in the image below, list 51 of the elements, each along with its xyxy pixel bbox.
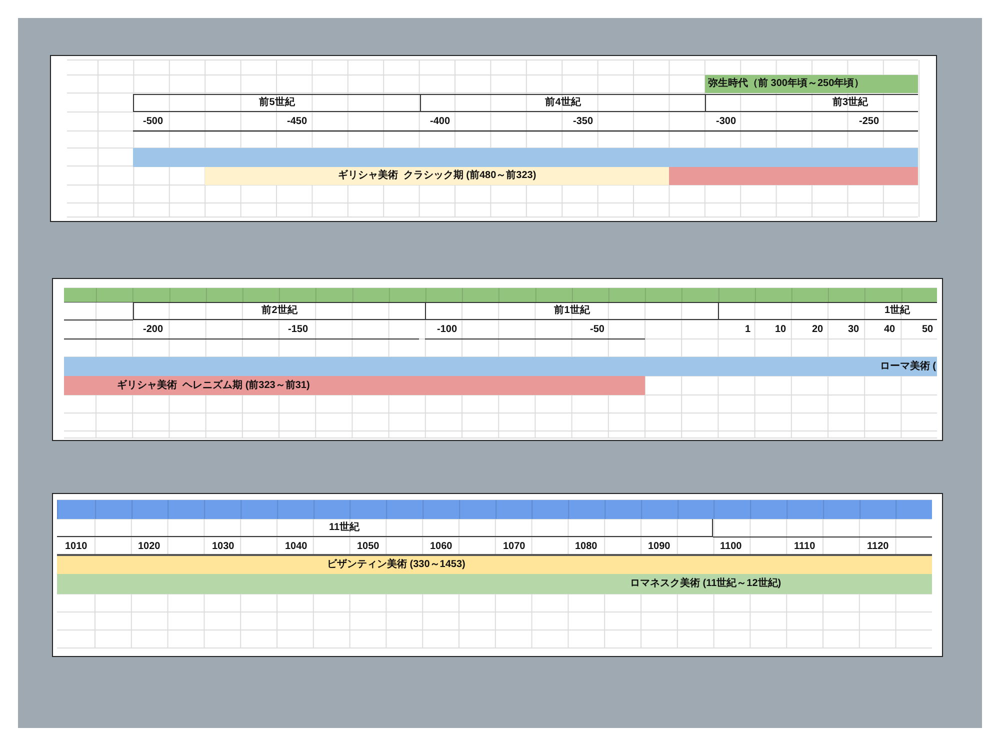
- year-label: 1040: [285, 540, 308, 553]
- year-label: 1090: [648, 540, 670, 553]
- year-label: -350: [573, 115, 594, 128]
- year-label: -50: [590, 323, 604, 336]
- period-bar: [57, 500, 932, 519]
- year-label: -150: [288, 323, 308, 336]
- year-label: 1070: [503, 540, 526, 553]
- period-bar: [57, 556, 932, 574]
- period-bar: [705, 75, 918, 93]
- year-label: 1120: [867, 540, 889, 553]
- year-label: 1030: [212, 540, 234, 553]
- year-label: 1110: [794, 540, 816, 553]
- century-header: 1世紀: [718, 302, 937, 320]
- year-label: 1020: [138, 540, 160, 553]
- year-label: -200: [143, 323, 164, 336]
- century-header: 前2世紀: [133, 302, 425, 320]
- year-label: 1100: [720, 540, 742, 553]
- century-header: 前1世紀: [425, 302, 718, 320]
- year-label: 1060: [430, 540, 452, 553]
- period-bar: [64, 376, 645, 395]
- year-label: 30: [848, 323, 860, 336]
- period-label: ローマ美術 (: [880, 360, 936, 372]
- period-label: ギリシャ美術 ヘレニズム期 (前323～前31): [117, 380, 310, 392]
- year-label: 10: [775, 323, 786, 336]
- year-label: 1080: [575, 540, 598, 553]
- year-label: -450: [287, 115, 308, 128]
- period-bar: [57, 574, 932, 594]
- century-header: 前3世紀: [705, 94, 918, 112]
- period-label: 弥生時代（前 300年頃～250年頃）: [708, 78, 864, 90]
- century-header: 11世紀: [57, 519, 713, 537]
- period-bar: [64, 288, 937, 302]
- year-label: 50: [922, 323, 934, 336]
- year-label: 1010: [65, 540, 88, 553]
- year-label: 40: [884, 323, 896, 336]
- year-label: 1: [745, 323, 751, 336]
- year-label: -300: [716, 115, 736, 128]
- period-label: ギリシャ美術 クラシック期 (前480～前323): [338, 170, 536, 182]
- year-label: -400: [430, 115, 450, 128]
- year-label: 20: [812, 323, 824, 336]
- period-bar: [133, 148, 918, 167]
- year-label: -100: [437, 323, 458, 336]
- period-bar: [205, 167, 669, 185]
- century-header: 前4世紀: [420, 94, 705, 112]
- year-label: 1050: [357, 540, 380, 553]
- period-bar: [669, 167, 918, 185]
- period-label: ロマネスク美術 (11世紀～12世紀): [630, 578, 782, 590]
- century-header: 前5世紀: [133, 94, 420, 112]
- period-bar: [64, 357, 937, 376]
- year-label: -500: [143, 115, 164, 128]
- year-label: -250: [859, 115, 880, 128]
- period-label: ビザンティン美術 (330～1453): [327, 559, 466, 571]
